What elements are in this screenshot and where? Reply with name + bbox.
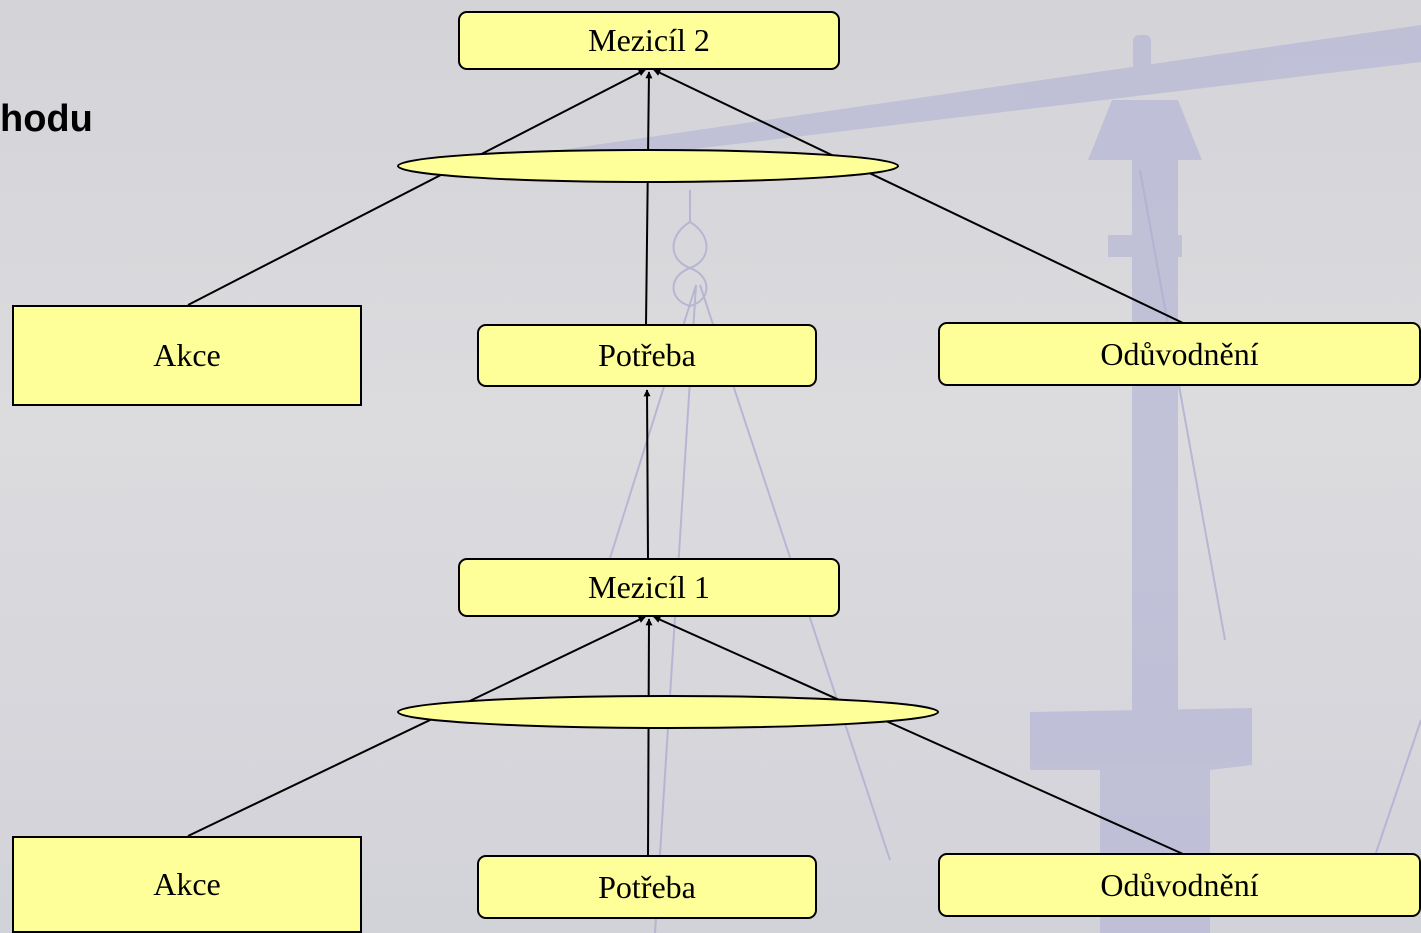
edge-mezicil1-to-potreba [643,389,651,559]
node-mezicil-2: Mezicíl 2 [458,11,840,70]
edge-potreba-to-mezicil2 [645,71,653,326]
and-junction-top [397,149,899,183]
scales-beam [560,25,1421,165]
edge-potreba-to-mezicil1 [645,618,653,857]
node-akce-top: Akce [12,305,362,406]
edge-oduvodneni-to-mezicil1 [653,616,1184,855]
node-oduvodneni-bottom: Odůvodnění [938,853,1421,917]
scales-string [1139,169,1226,641]
node-akce-bottom: Akce [12,836,362,933]
edge-oduvodneni-to-mezicil2 [653,69,1184,324]
scales-cap [1088,100,1202,160]
scales-collar [1108,235,1182,257]
node-potreba-top: Potřeba [477,324,817,387]
edge-akce-to-mezicil2 [187,69,646,306]
node-oduvodneni-top: Odůvodnění [938,322,1421,386]
scales-pivot [1133,35,1151,70]
edge-akce-to-mezicil1 [187,616,646,837]
and-junction-bottom [397,695,939,729]
slide-heading: hodu [0,98,93,140]
node-mezicil-1: Mezicíl 1 [458,558,840,617]
node-potreba-bottom: Potřeba [477,855,817,919]
